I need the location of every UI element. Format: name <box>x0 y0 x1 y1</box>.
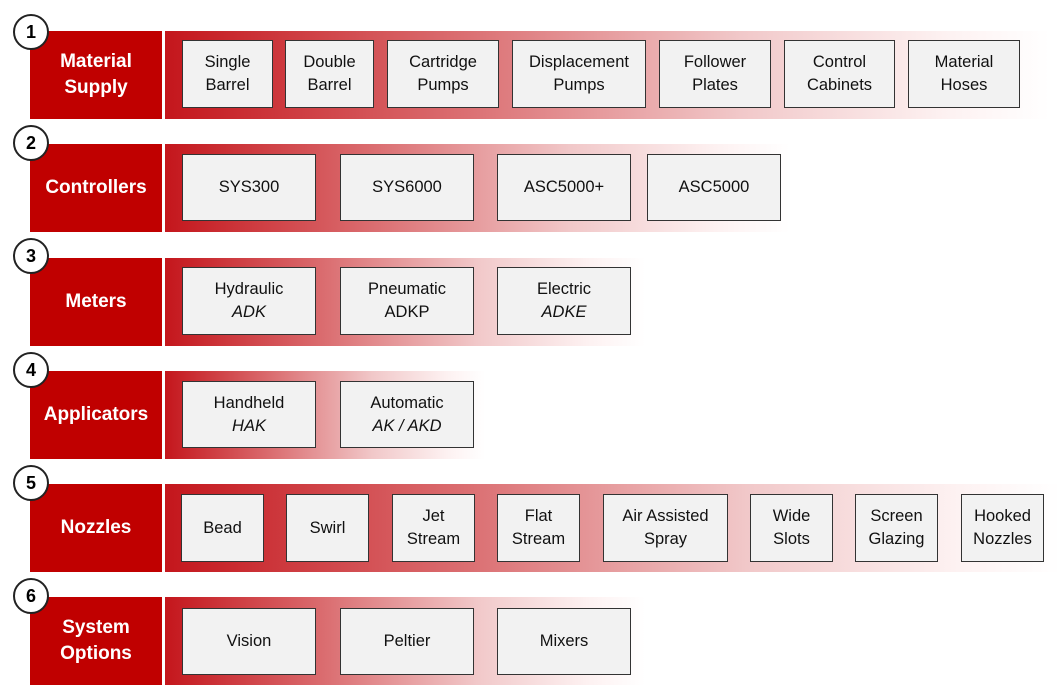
category-label-line2: Options <box>60 643 132 664</box>
category-label-line1: System <box>62 617 130 638</box>
item-box: Bead <box>181 494 264 562</box>
category-label: Controllers <box>30 144 162 232</box>
category-label-line1: Nozzles <box>60 517 132 538</box>
category-label-line1: Material <box>60 51 132 72</box>
step-number-badge: 5 <box>13 465 49 501</box>
step-number-badge: 4 <box>13 352 49 388</box>
item-box: Peltier <box>340 608 474 675</box>
row-controllers: 2 Controllers SYS300 SYS6000 ASC5000+ AS… <box>0 0 1060 232</box>
item-box: Mixers <box>497 608 631 675</box>
step-number-badge: 6 <box>13 578 49 614</box>
category-label-line1: Controllers <box>45 177 147 198</box>
item-box: SYS300 <box>182 154 316 221</box>
item-box: Swirl <box>286 494 369 562</box>
category-label-line1: Meters <box>65 291 127 312</box>
category-label: Meters <box>30 258 162 346</box>
category-label: Applicators <box>30 371 162 459</box>
category-label-line2: Supply <box>64 77 128 98</box>
step-number-badge: 1 <box>13 14 49 50</box>
item-box: SYS6000 <box>340 154 474 221</box>
step-number-badge: 2 <box>13 125 49 161</box>
category-label-line1: Applicators <box>43 404 149 425</box>
item-box: ASC5000 <box>647 154 781 221</box>
item-box: ASC5000+ <box>497 154 631 221</box>
step-number-badge: 3 <box>13 238 49 274</box>
category-label: Nozzles <box>30 484 162 572</box>
item-box: Vision <box>182 608 316 675</box>
